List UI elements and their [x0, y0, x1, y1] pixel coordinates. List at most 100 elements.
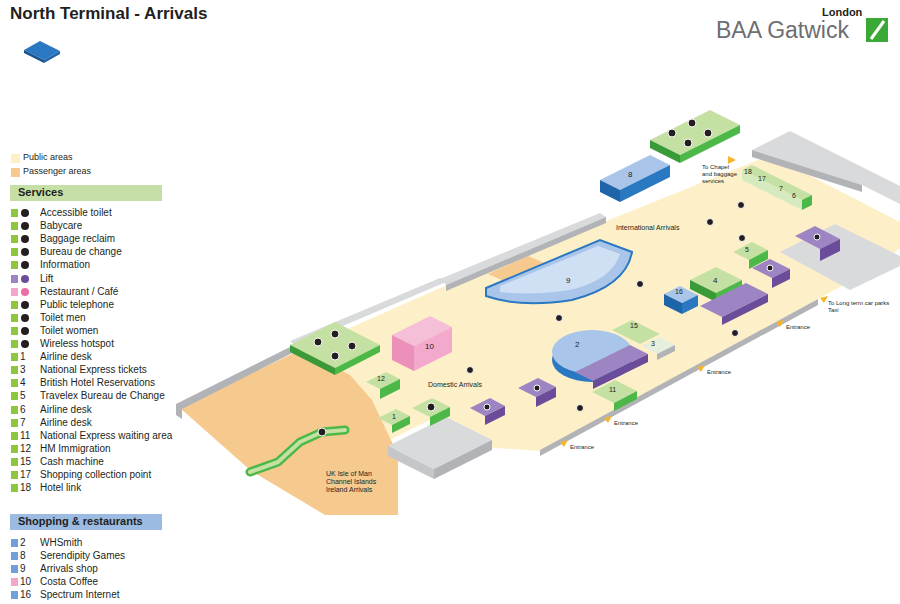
service-icon	[739, 235, 746, 242]
legend-text: Airline desk	[40, 351, 92, 362]
legend-swatch	[11, 379, 18, 387]
baggage-belt	[250, 430, 345, 472]
area-label: Entrance	[570, 444, 594, 451]
callout-number: 18	[20, 482, 31, 493]
service-icon	[732, 330, 739, 337]
legend-text: Shopping collection point	[40, 469, 151, 480]
callout-number: 10	[20, 576, 31, 587]
callout-number: 2	[20, 537, 26, 548]
shop-block	[682, 295, 698, 314]
service-icon	[577, 405, 584, 412]
map-title: North Terminal - Arrivals	[10, 4, 207, 24]
service-icon	[534, 385, 540, 391]
service-icon	[688, 119, 696, 127]
desk-block	[802, 195, 812, 210]
service-icon	[707, 219, 714, 226]
desk-block	[742, 170, 802, 210]
callout-number: 3	[20, 364, 26, 375]
cafe-block	[414, 327, 452, 371]
toilet-block	[290, 110, 740, 375]
service-icon	[668, 129, 676, 137]
callout-number: 6	[792, 192, 796, 200]
legend-row: Restaurant / Café	[0, 286, 180, 298]
area-label: Entrance	[614, 420, 638, 427]
legend-swatch	[11, 432, 18, 440]
legend-text: Spectrum Internet	[40, 589, 119, 600]
callout-number: 9	[566, 276, 570, 285]
terminal-wall	[176, 131, 900, 479]
legend-text: Travelex Bureau de Change	[40, 390, 165, 401]
legend-row: Bureau de change	[0, 246, 180, 258]
legend-swatch	[11, 406, 18, 414]
legend-text: HM Immigration	[40, 443, 111, 454]
legend-row: British Hotel Reservations	[0, 377, 180, 389]
baggage-belt	[250, 430, 345, 472]
legend-row: Toilet women	[0, 325, 180, 337]
legend-text: National Express waiting area	[40, 430, 172, 441]
legend-icon	[21, 288, 29, 296]
legend-row: WHSmith	[0, 537, 180, 549]
gatwick-logo	[866, 18, 888, 42]
area-label: Domestic Arrivals	[428, 381, 482, 389]
legend-row: Toilet men	[0, 312, 180, 324]
service-icon	[484, 404, 490, 410]
public-floor	[300, 155, 900, 470]
title-icon	[44, 51, 60, 63]
callout-number: 5	[745, 246, 749, 254]
callout-number: 7	[779, 185, 783, 193]
legend-text: Wireless hotspot	[40, 338, 114, 349]
callout-number: 4	[713, 276, 717, 285]
callout-number: 3	[651, 340, 655, 348]
service-icon	[556, 315, 563, 322]
section-band: Services	[10, 185, 162, 201]
lift-block	[772, 269, 790, 288]
shop-block	[486, 155, 698, 382]
legend-icon	[21, 248, 29, 256]
legend-row: National Express tickets	[0, 364, 180, 376]
legend-text: Cash machine	[40, 456, 104, 467]
service-icon	[427, 403, 435, 411]
area-label: Entrance	[707, 369, 731, 376]
entrance-arrow	[820, 296, 828, 303]
legend-row: Airline desk	[0, 417, 180, 429]
legend-text: Hotel link	[40, 482, 81, 493]
legend-text: Costa Coffee	[40, 576, 98, 587]
lift-block	[722, 294, 768, 325]
gatwick-logo	[866, 18, 888, 42]
callout-number: 11	[609, 386, 616, 394]
callout-number: 5	[20, 390, 26, 401]
callout-number: 17	[758, 175, 766, 183]
legend-swatch	[11, 552, 18, 560]
area-label: International Arrivals	[616, 224, 679, 232]
public-floor	[300, 155, 900, 470]
legend-swatch	[11, 154, 20, 163]
service-icon	[637, 281, 644, 288]
legend-text: Baggage reclaim	[40, 233, 115, 244]
title-icon	[24, 41, 60, 63]
brand-text: BAA Gatwick	[716, 17, 849, 43]
legend-swatch	[11, 591, 18, 599]
legend-text: Bureau de change	[40, 246, 122, 257]
legend-text: Toilet women	[40, 325, 98, 336]
callout-number: 17	[20, 469, 31, 480]
toilet-block	[290, 322, 380, 368]
callout-number: 4	[20, 377, 26, 388]
area-label: To Chapel and baggage services	[702, 164, 740, 185]
legend-text: Accessible toilet	[40, 207, 112, 218]
legend-swatch	[11, 314, 18, 322]
service-icon	[767, 265, 773, 271]
legend-swatch	[11, 471, 18, 479]
legend-row: Information	[0, 259, 180, 271]
entrance-arrow	[560, 440, 568, 447]
entrance-arrow	[604, 416, 612, 423]
callout-number: 7	[20, 417, 26, 428]
legend-swatch	[11, 275, 18, 283]
legend-text: Babycare	[40, 220, 82, 231]
shop-block	[620, 165, 670, 202]
legend-text: Public areas	[23, 152, 73, 163]
terminal-wall	[780, 224, 900, 290]
legend-text: Lift	[40, 273, 53, 284]
callout-number: 2	[575, 340, 579, 349]
legend-text: Public telephone	[40, 299, 114, 310]
